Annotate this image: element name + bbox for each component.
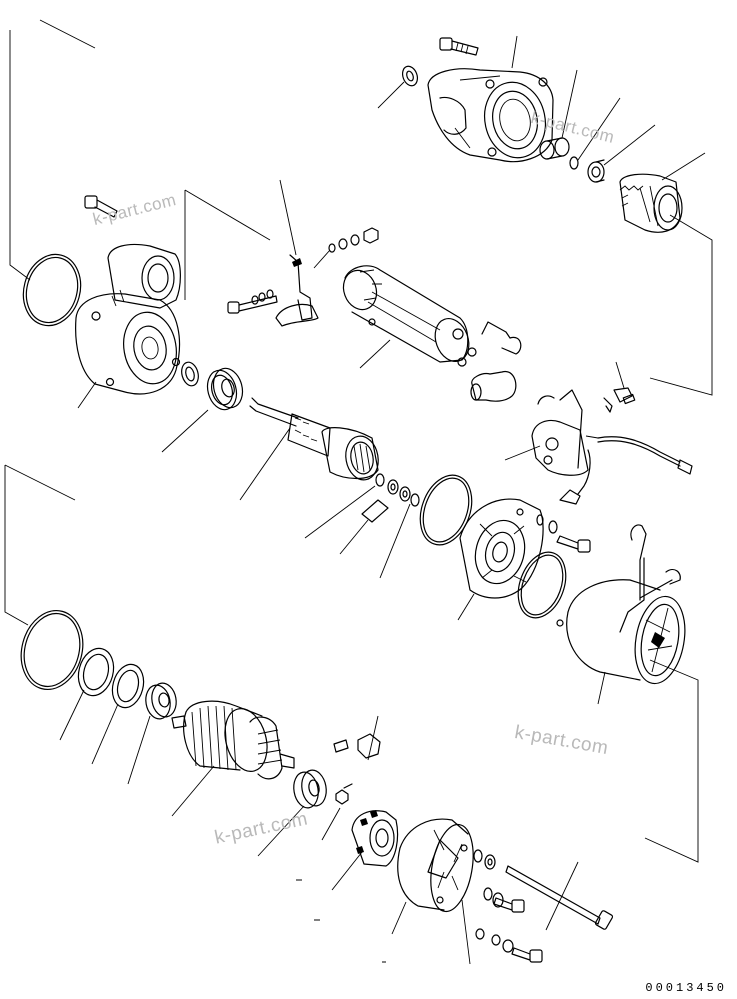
shift-lever-group xyxy=(227,179,379,327)
front-bushing xyxy=(539,137,570,160)
brush-holder-group xyxy=(321,715,399,891)
rear-seal-group xyxy=(20,609,177,785)
solenoid-plunger xyxy=(470,370,517,402)
lever-nut-set xyxy=(313,227,379,269)
snap-ring xyxy=(569,156,579,170)
gear-housing xyxy=(75,243,181,395)
drive-shaft xyxy=(249,397,379,481)
spacer-washers xyxy=(304,473,420,579)
brush-clip xyxy=(333,733,381,759)
front-housing-group xyxy=(377,35,706,233)
terminal-bracket xyxy=(531,389,599,476)
center-bracket-group xyxy=(419,474,591,621)
gear-housing-group xyxy=(22,195,181,409)
front-armature-bearing xyxy=(145,682,177,720)
rear-cover xyxy=(397,818,474,913)
washer-d xyxy=(410,493,420,507)
drive-shaft-group xyxy=(161,361,379,501)
bracket-bolt xyxy=(556,535,591,553)
brush-holder xyxy=(351,810,399,867)
rear-o-ring xyxy=(20,609,84,691)
group-bracket-lines xyxy=(4,19,713,863)
o-ring-lower xyxy=(517,551,567,619)
solenoid-switch xyxy=(342,265,477,367)
shaft-bearing xyxy=(206,367,244,411)
front-washer xyxy=(401,65,419,87)
center-bracket xyxy=(459,498,544,599)
washer-a xyxy=(375,473,385,487)
washer-b xyxy=(387,479,399,495)
rear-armature-bearing xyxy=(257,769,327,857)
solenoid-group xyxy=(342,265,522,402)
cover-screw-set xyxy=(475,928,543,963)
washer-c xyxy=(399,486,411,502)
through-bolt xyxy=(505,865,614,930)
pinion-gear xyxy=(619,173,683,233)
cover-bolt xyxy=(493,897,525,913)
solenoid-terminal xyxy=(481,321,522,355)
drawing-code: 00013450 xyxy=(645,981,727,995)
gear-housing-bolt xyxy=(84,195,118,218)
lever-washers xyxy=(251,289,274,305)
field-lead-wire xyxy=(619,524,681,633)
shift-lever xyxy=(275,254,319,327)
yoke-assembly xyxy=(556,524,686,705)
thrust-washer-b xyxy=(111,663,145,709)
terminal-clip xyxy=(603,387,636,413)
armature xyxy=(171,700,295,817)
o-ring-upper xyxy=(419,474,473,546)
thrust-washer-a xyxy=(77,647,115,697)
bracket-small-washers xyxy=(536,514,558,534)
wire-harness xyxy=(559,436,693,505)
brush-spring xyxy=(335,783,353,805)
o-ring xyxy=(22,253,82,327)
pinion-stop-collar xyxy=(587,159,605,183)
front-housing-bolt xyxy=(439,37,479,56)
shim xyxy=(361,499,389,523)
rear-cover-group xyxy=(296,818,614,965)
seal-ring xyxy=(181,361,199,387)
terminal-bracket-group xyxy=(504,361,693,505)
